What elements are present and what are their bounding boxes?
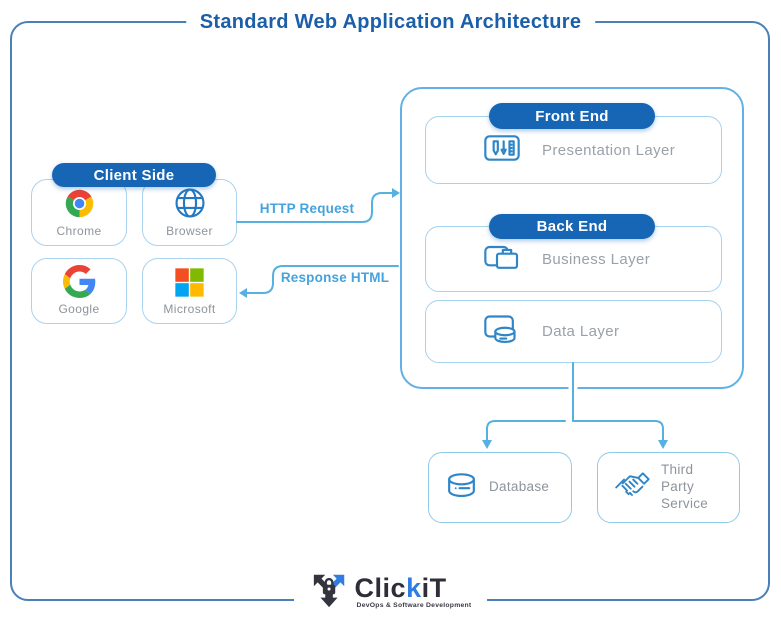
brand-wordmark: ClickiT bbox=[354, 573, 472, 603]
design-tools-icon bbox=[482, 131, 522, 170]
database-cylinder-icon bbox=[443, 467, 480, 509]
chrome-icon bbox=[63, 187, 96, 220]
brand-tagline: DevOps & Software Development bbox=[356, 602, 472, 609]
data-layer-label: Data Layer bbox=[542, 323, 620, 340]
client-box-google: Google bbox=[31, 258, 127, 324]
microsoft-icon bbox=[174, 267, 205, 298]
third-party-label: Third Party Service bbox=[661, 462, 709, 511]
client-box-browser: Browser bbox=[142, 179, 237, 246]
brand-suffix: iT bbox=[421, 573, 447, 603]
client-box-label: Chrome bbox=[56, 224, 102, 238]
database-box: Database bbox=[428, 452, 572, 523]
handshake-icon bbox=[612, 469, 652, 506]
brand-highlight: k bbox=[406, 573, 422, 603]
client-box-label: Google bbox=[58, 302, 100, 316]
business-layer-label: Business Layer bbox=[542, 250, 651, 268]
third-party-box: Third Party Service bbox=[597, 452, 740, 523]
client-box-microsoft: Microsoft bbox=[142, 258, 237, 324]
http-request-label: HTTP Request bbox=[259, 201, 355, 216]
back-end-badge: Back End bbox=[489, 214, 655, 239]
client-box-label: Browser bbox=[166, 224, 213, 238]
presentation-layer-label: Presentation Layer bbox=[542, 141, 676, 159]
client-side-badge: Client Side bbox=[52, 163, 216, 187]
database-label: Database bbox=[489, 479, 550, 495]
client-box-label: Microsoft bbox=[163, 302, 216, 316]
footer-logo: ClickiT DevOps & Software Development bbox=[293, 568, 488, 616]
clickit-shield-icon bbox=[310, 571, 348, 614]
response-html-label: Response HTML bbox=[280, 270, 390, 285]
page-title: Standard Web Application Architecture bbox=[185, 8, 596, 36]
globe-icon bbox=[173, 186, 207, 220]
brand-prefix: Clic bbox=[354, 573, 407, 603]
brand-text-block: ClickiT DevOps & Software Development bbox=[354, 573, 472, 610]
client-box-chrome: Chrome bbox=[31, 179, 127, 246]
data-screen-icon bbox=[482, 312, 522, 351]
front-end-badge: Front End bbox=[489, 103, 655, 129]
briefcase-icon bbox=[482, 240, 522, 279]
business-layer-box: Business Layer bbox=[425, 226, 722, 292]
google-icon bbox=[62, 265, 96, 298]
data-layer-box: Data Layer bbox=[425, 300, 722, 363]
